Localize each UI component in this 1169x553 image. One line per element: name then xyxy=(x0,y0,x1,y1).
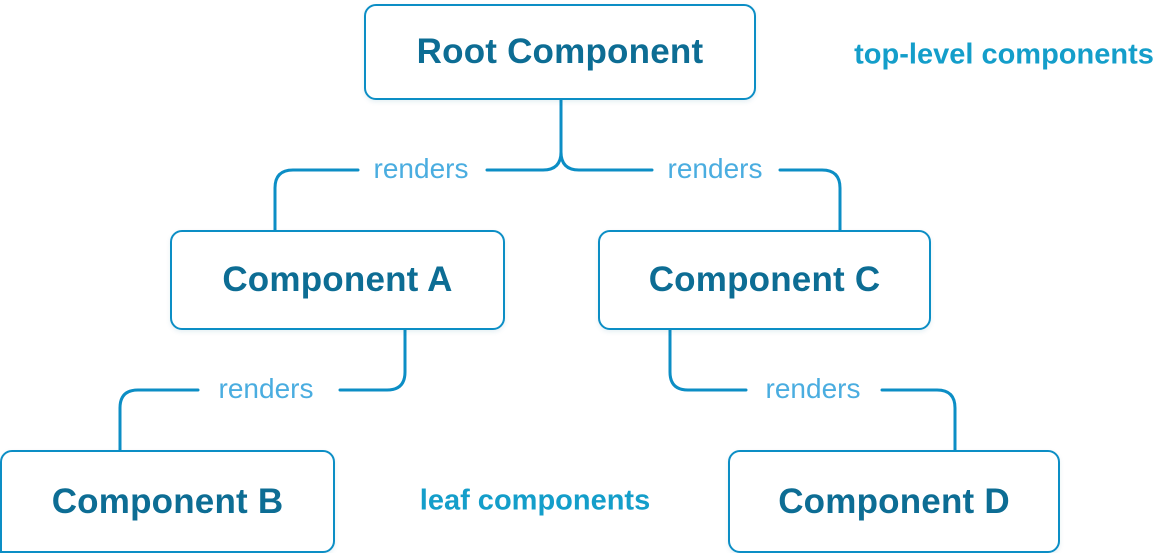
edge-label-root-a: renders xyxy=(373,153,469,184)
node-component-d: Component D xyxy=(728,450,1060,553)
node-component-a: Component A xyxy=(170,230,505,330)
edge-label-a-b: renders xyxy=(218,373,314,404)
edge-label-root-c: renders xyxy=(667,153,763,184)
node-component-b: Component B xyxy=(0,450,335,553)
node-a-label: Component A xyxy=(222,260,453,299)
node-c-label: Component C xyxy=(648,260,881,299)
node-root-component: Root Component xyxy=(364,4,756,100)
edge-c-d xyxy=(668,328,957,452)
node-b-label: Component B xyxy=(51,481,284,521)
edge-a-b xyxy=(118,328,407,452)
node-component-c: Component C xyxy=(598,230,931,330)
node-root-label: Root Component xyxy=(416,32,704,71)
annotation-leaf-components: leaf components xyxy=(419,484,651,517)
annotation-top-level-components: top-level components xyxy=(854,38,1154,71)
edge-label-c-d: renders xyxy=(765,373,861,404)
edge-root-c xyxy=(559,98,842,232)
node-d-label: Component D xyxy=(778,481,1010,521)
